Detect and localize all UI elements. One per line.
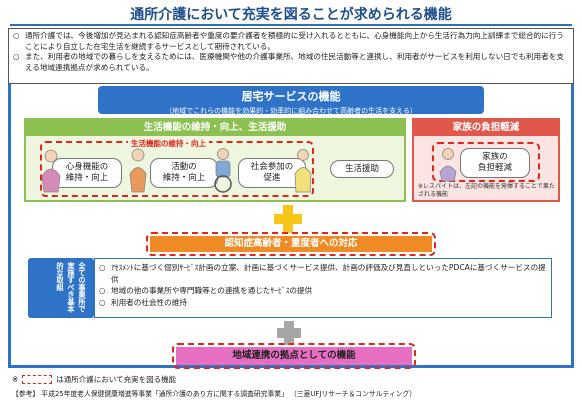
label-line: 社会参加の: [250, 162, 294, 172]
intro-row: ○ 通所介護では、今後増加が見込まれる認知症高齢者や重度の要介護者を積極的に受け…: [13, 31, 569, 52]
label-line: 家族の: [482, 152, 508, 162]
family-member-illustration: [439, 148, 457, 182]
home-services-heading: 居宅サービスの機能 （地域でこれらの機能を効果的・効率的に組み合わせて高齢者の生…: [98, 86, 484, 115]
legend-note: ※ は通所介護において充実を図る機能: [12, 374, 176, 385]
function-pill-text: 心身機能の維持・向上: [66, 162, 109, 184]
basic-efforts-list: ○ ｱｾｽﾒﾝﾄに基づく個別ｻｰﾋﾞｽ計画の立案、計画に基づくサービス提供、計画…: [94, 258, 552, 318]
label-line: 維持・向上: [162, 173, 206, 183]
function-pill-activity: 活動の維持・向上: [150, 158, 218, 188]
home-services-frame: [8, 84, 574, 368]
list-item: ○ 地域の他の事業所や専門職等との連携を通じたｻｰﾋﾞｽの提供: [99, 285, 547, 297]
bullet-mark: ○: [99, 286, 106, 295]
side-label-text: 全ての事業所で実施すべき基本的な取組: [56, 262, 87, 313]
function-pill-body: 心身機能の維持・向上: [52, 158, 122, 188]
dementia-dashed-highlight: [146, 232, 436, 256]
function-pill-text: 活動の維持・向上: [163, 162, 206, 184]
function-pill-text: 生活援助: [344, 163, 379, 174]
family-burden-heading: 家族の負担軽減: [414, 120, 558, 136]
home-services-subtitle: （地域でこれらの機能を効果的・効率的に組み合わせて高齢者の生活を支える）: [165, 107, 417, 115]
basic-efforts-side-label: 全ての事業所で実施すべき基本的な取組: [28, 258, 94, 318]
plus-icon-grey-horizontal: [277, 328, 301, 338]
bullet-mark: ○: [99, 297, 106, 307]
list-item: ○ ｱｾｽﾒﾝﾄに基づく個別ｻｰﾋﾞｽ計画の立案、計画に基づくサービス提供、計画…: [99, 262, 547, 285]
family-pill: 家族の負担軽減: [460, 148, 530, 178]
life-function-sub-label: 生活機能の維持・向上: [128, 138, 209, 149]
caregiver-illustration: [294, 149, 312, 193]
legend-prefix: ※: [12, 375, 19, 384]
home-services-title: 居宅サービスの機能: [241, 90, 341, 103]
label-line: 活動の: [171, 162, 197, 172]
dementia-bar: 認知症高齢者・重度者への対応: [150, 236, 432, 252]
dashed-legend-swatch: [22, 375, 53, 384]
reference-note: 【参考】 平成25年度老人保健健康増進等事業「通所介護のあり方に関する調査研究事…: [12, 390, 417, 398]
label-line: 負担軽減: [477, 163, 512, 173]
elderly-person-illustration: [41, 149, 61, 193]
respite-note: ※レスパイトは、左記の機能を発揮することで果たされる機能: [418, 183, 555, 198]
list-item-text: 地域の他の事業所や専門職等との連携を通じたｻｰﾋﾞｽの提供: [111, 286, 313, 295]
bullet-mark: ○: [13, 31, 20, 40]
bullet-mark: ○: [99, 263, 106, 272]
regional-hub-bar: 地域連携の拠点としての機能: [176, 347, 412, 365]
intro-text: また、利用者の地域での暮らしを支えるためには、医療機関や他の介護事業所、地域の住…: [25, 52, 564, 72]
wheelchair-user-illustration: [214, 148, 232, 193]
function-pill-text: 社会参加の促進: [251, 162, 294, 184]
plus-icon-horizontal: [274, 214, 302, 224]
intro-box: ○ 通所介護では、今後増加が見込まれる認知症高齢者や重度の要介護者を積極的に受け…: [8, 28, 574, 84]
function-pill-social: 社会参加の促進: [238, 158, 306, 188]
walking-person-illustration: [129, 148, 147, 193]
label-line: 維持・向上: [65, 173, 109, 183]
regional-dashed-highlight: [172, 343, 416, 369]
family-pill-text: 家族の負担軽減: [478, 152, 512, 174]
intro-row: ○ また、利用者の地域での暮らしを支えるためには、医療機関や他の介護事業所、地域…: [13, 52, 569, 73]
family-dashed-highlight: [432, 142, 540, 182]
bullet-mark: ○: [13, 52, 20, 61]
legend-text: は通所介護において充実を図る機能: [56, 375, 177, 384]
function-pill-support: 生活援助: [330, 160, 394, 178]
list-item-text: ｱｾｽﾒﾝﾄに基づく個別ｻｰﾋﾞｽ計画の立案、計画に基づくサービス提供、計画の評…: [111, 263, 546, 284]
label-line: 心身機能の: [65, 162, 109, 172]
intro-text: 通所介護では、今後増加が見込まれる認知症高齢者や重度の要介護者を積極的に受け入れ…: [25, 31, 564, 51]
title-underline: [10, 24, 572, 26]
list-item: ○ 利用者の社会性の維持: [99, 297, 547, 309]
label-line: 促進: [263, 173, 281, 183]
list-item-text: 利用者の社会性の維持: [111, 297, 187, 307]
page-title: 通所介護において充実を図ることが求められる機能: [130, 7, 452, 23]
life-function-heading: 生活機能の維持・向上、生活援助: [26, 120, 404, 136]
